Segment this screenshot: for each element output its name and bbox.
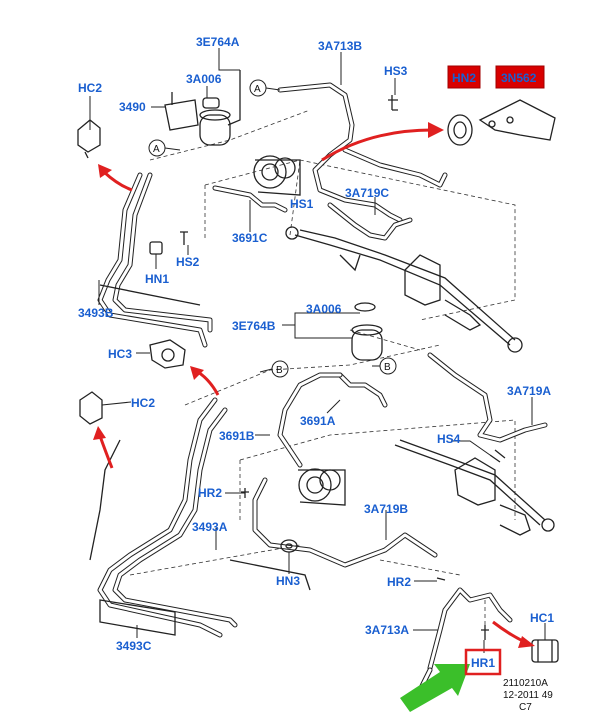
hose-3691b [277, 372, 343, 468]
label-3a006-mid: 3A006 [306, 302, 342, 316]
label-3493b: 3493B [78, 306, 114, 320]
pump-bottom [298, 468, 346, 506]
label-3a719a: 3A719A [507, 384, 551, 398]
pump-top [253, 155, 301, 196]
fasteners-hn1-hs2 [149, 231, 188, 255]
label-3a719b: 3A719B [364, 502, 408, 516]
label-a-mid: A [153, 144, 160, 155]
label-hs2: HS2 [176, 255, 200, 269]
label-hc2-top: HC2 [78, 81, 102, 95]
label-a-top: A [254, 84, 261, 95]
view-reference-markers [148, 79, 397, 378]
label-hs3: HS3 [384, 64, 408, 78]
hose-3a719a [427, 352, 548, 443]
part-labels: 3E764A 3A713B HS3 HN2 3N562 HC2 3A006 34… [78, 35, 554, 670]
label-hr2-left: HR2 [198, 486, 222, 500]
hose-3691a [337, 372, 388, 408]
label-hc2-bottom: HC2 [131, 396, 155, 410]
label-hs4: HS4 [437, 432, 461, 446]
label-hr2-right: HR2 [387, 575, 411, 589]
hose-3a719c [327, 202, 413, 241]
label-3a719c: 3A719C [345, 186, 389, 200]
reservoir-mid [351, 302, 383, 361]
label-hc1: HC1 [530, 611, 554, 625]
clamp-hc1 [531, 639, 559, 663]
steering-rack-top [285, 226, 523, 353]
highlight-boxes [447, 65, 545, 676]
hn2-highlight-box [447, 65, 481, 89]
callout-arrows [93, 122, 535, 712]
bracket-3n562-hn2 [447, 99, 556, 146]
reservoir-top [164, 70, 241, 146]
dashed-guide-lines [129, 109, 516, 640]
3n562-highlight-box [495, 65, 545, 89]
hose-3a719b [252, 477, 438, 568]
label-3490: 3490 [119, 100, 146, 114]
label-3e764a-top: 3E764A [196, 35, 240, 49]
label-3691c: 3691C [232, 231, 268, 245]
label-hr1: HR1 [471, 656, 495, 670]
label-3691a: 3691A [300, 414, 336, 428]
label-hn2: HN2 [452, 71, 476, 85]
label-hs1: HS1 [290, 197, 314, 211]
clip-hs3 [388, 95, 398, 111]
cooler-lines-3493a-3493c [89, 397, 311, 638]
label-3493a: 3493A [192, 520, 228, 534]
cooler-lines-3493b [97, 172, 213, 348]
clamp-hc3 [149, 339, 186, 369]
hose-3a713b [277, 82, 448, 223]
label-3a713a: 3A713A [365, 623, 409, 637]
label-hn3: HN3 [276, 574, 300, 588]
clamp-hc2-top [77, 119, 101, 159]
leader-lines [89, 48, 546, 653]
label-3e764b: 3E764B [232, 319, 276, 333]
label-b-left: B [276, 365, 283, 376]
hose-3691c [212, 185, 288, 213]
label-hn1: HN1 [145, 272, 169, 286]
hr1-highlight-box [464, 648, 502, 676]
footer-line-3: C7 [519, 702, 532, 713]
footer-line-1: 2110210A [503, 678, 548, 689]
label-3a006-top: 3A006 [186, 72, 222, 86]
drawing-reference: 2110210A 12-2011 49 C7 [503, 678, 553, 713]
footer-line-2: 12-2011 49 [503, 690, 553, 701]
label-hc3: HC3 [108, 347, 132, 361]
label-3691b: 3691B [219, 429, 255, 443]
label-3a713b: 3A713B [318, 39, 362, 53]
label-b-right: B [384, 362, 391, 373]
label-3493c: 3493C [116, 639, 152, 653]
steering-rack-bottom [394, 439, 555, 536]
label-3n562: 3N562 [501, 71, 537, 85]
clamp-hc2-bottom [79, 391, 103, 425]
